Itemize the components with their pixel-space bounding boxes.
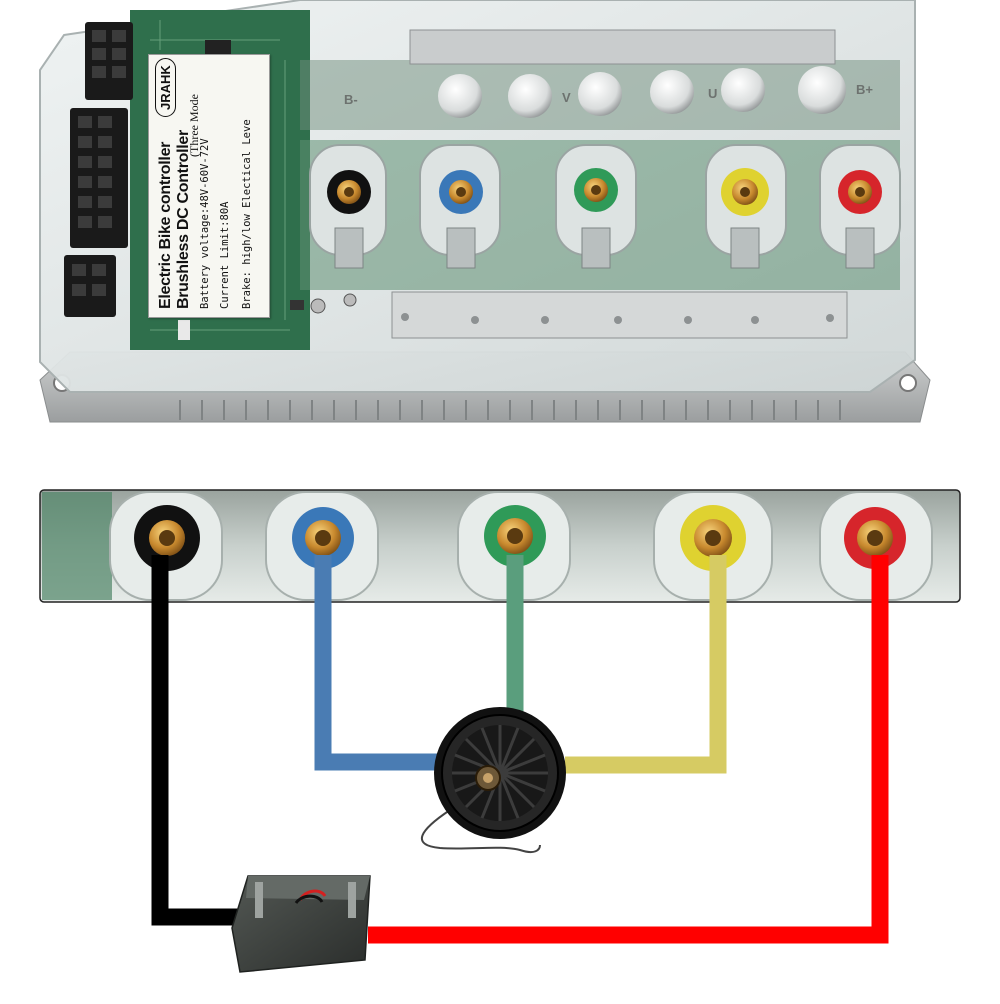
label-title-line1: Electric Bike controller: [157, 141, 174, 309]
bus-bar-bottom: [391, 291, 848, 339]
bus-bar-top: [409, 29, 836, 65]
label-current-limit: Current Limit:80A: [219, 201, 231, 309]
wire-black: [151, 555, 248, 926]
terminal-posts-top: [334, 227, 875, 269]
zoom-terminals: [134, 505, 906, 571]
capacitors: [438, 66, 846, 118]
capacitor-code-b-plus: B+: [856, 82, 873, 97]
heatsink-fins: [179, 400, 841, 420]
connector-bottom: [64, 255, 116, 317]
label-brake: Brake: high/low Electical Leve: [241, 119, 253, 309]
capacitor-code-v: V: [562, 90, 571, 105]
bus-bar-screws: [401, 313, 834, 324]
capacitor-code-u: U: [708, 86, 718, 101]
connector-middle: [70, 108, 128, 248]
label-battery-voltage: Battery voltage:48V-60V-72V: [199, 138, 211, 309]
pcb-components: [178, 40, 357, 340]
brand-logo: JRAHK: [155, 58, 176, 117]
wire-blue: [314, 555, 440, 771]
terminal-zoom-strip: [39, 489, 961, 603]
spec-label-text-block: JRAHK Electric Bike controller Brushless…: [149, 55, 269, 317]
mounting-hole-right: [899, 374, 917, 392]
wire-yellow: [565, 555, 727, 774]
wires: [151, 555, 889, 944]
connector-top: [85, 22, 133, 100]
terminals-top: [327, 168, 882, 216]
controller-spec-label: JRAHK Electric Bike controller Brushless…: [148, 54, 270, 318]
wire-red: [368, 555, 889, 944]
capacitor-code-b-minus: B-: [344, 92, 358, 107]
battery-pack-icon: [231, 875, 371, 973]
hub-motor-icon: [420, 707, 566, 854]
